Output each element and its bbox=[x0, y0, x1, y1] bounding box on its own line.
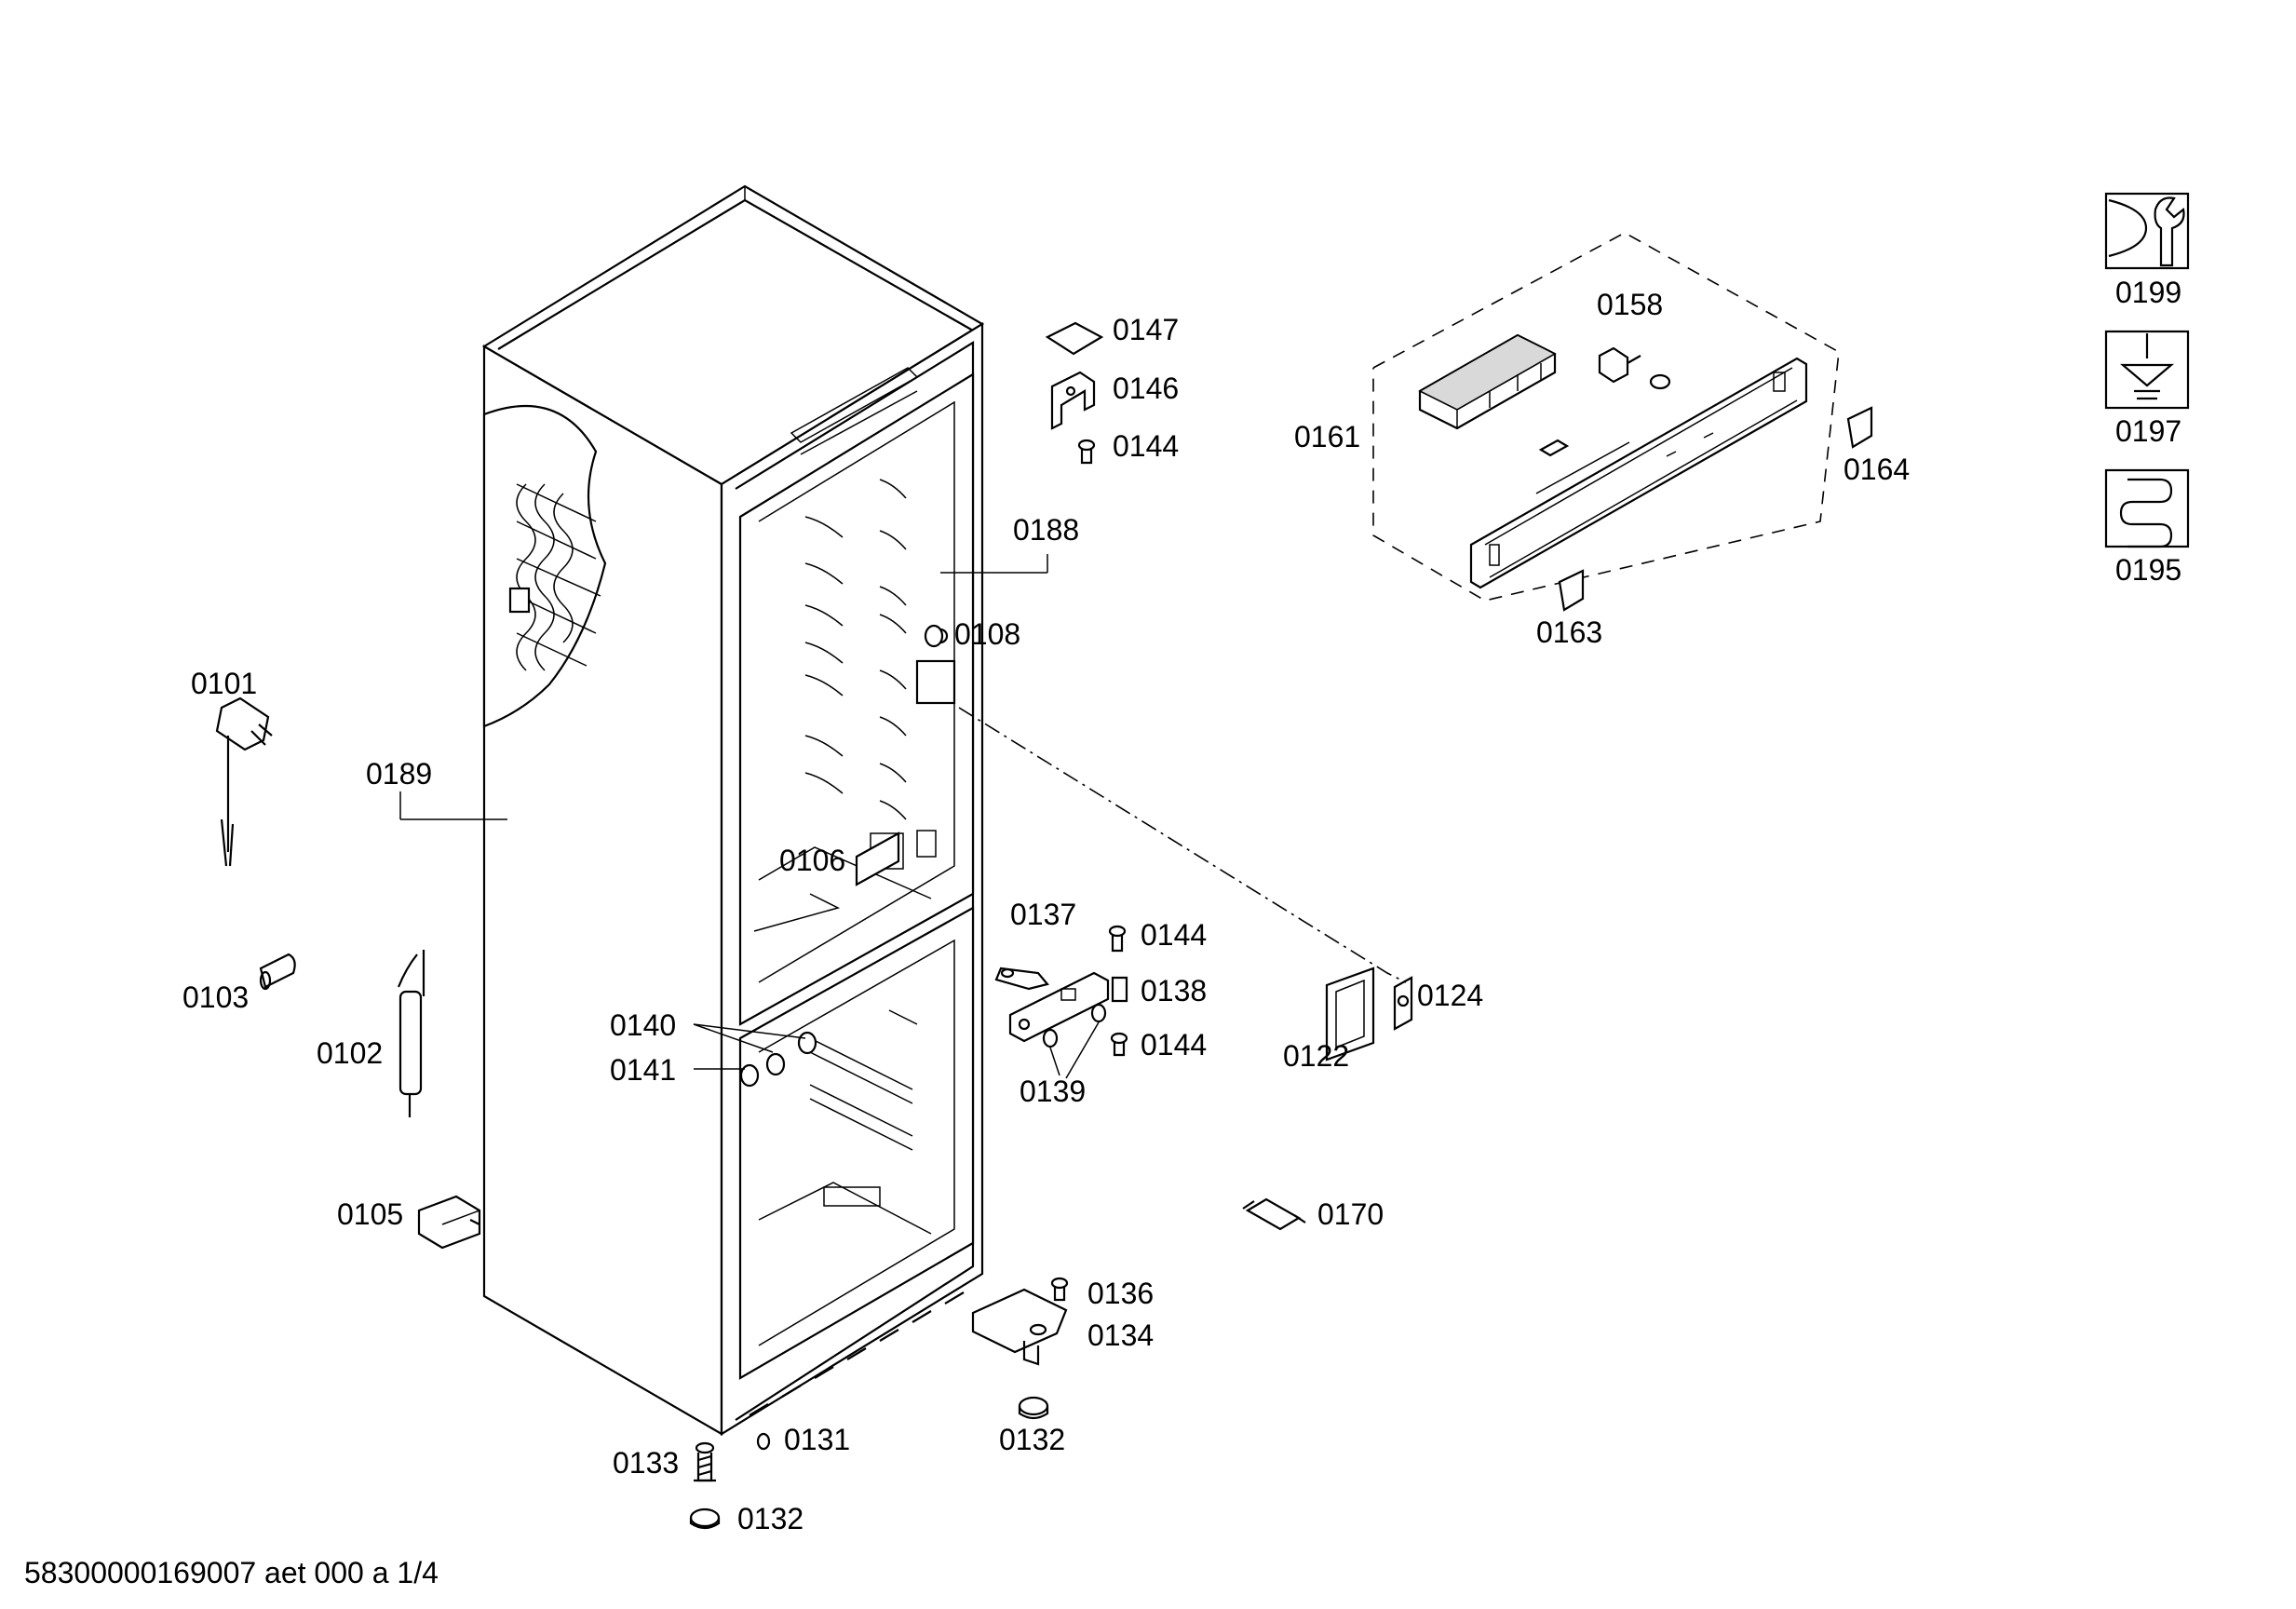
label-0170: 0170 bbox=[1317, 1197, 1384, 1231]
part-0137-door-stop bbox=[994, 967, 1049, 991]
part-labels: 0101 0102 0103 0105 0106 0108 0122 0124 … bbox=[24, 276, 2181, 1589]
label-0102: 0102 bbox=[317, 1036, 383, 1070]
label-0108: 0108 bbox=[954, 617, 1020, 651]
part-0132-foot-right bbox=[1018, 1396, 1049, 1420]
label-0164: 0164 bbox=[1844, 453, 1910, 486]
part-0140-0141-pins bbox=[739, 1031, 817, 1088]
label-0103: 0103 bbox=[182, 980, 249, 1014]
light-housing bbox=[915, 659, 956, 705]
part-0131-washer bbox=[756, 1432, 771, 1451]
label-0133: 0133 bbox=[613, 1446, 679, 1480]
part-0147-cap bbox=[1045, 321, 1104, 356]
label-0144-mid: 0144 bbox=[1141, 918, 1207, 952]
label-0163: 0163 bbox=[1536, 615, 1602, 649]
part-0170-latch bbox=[1242, 1197, 1306, 1231]
part-0144-screw-mid bbox=[1108, 925, 1127, 953]
label-0141: 0141 bbox=[610, 1053, 676, 1087]
part-0122-lamp-cover bbox=[1325, 967, 1375, 1061]
part-0144-screw-low bbox=[1110, 1032, 1128, 1057]
label-0161: 0161 bbox=[1294, 420, 1360, 453]
label-0101: 0101 bbox=[191, 667, 257, 700]
part-0132-foot-left bbox=[689, 1508, 721, 1530]
legend-wrench-nut-icon bbox=[2104, 192, 2190, 270]
assembly-line-0124 bbox=[958, 707, 1407, 983]
part-0105-bracket bbox=[417, 1195, 481, 1250]
label-0136: 0136 bbox=[1087, 1277, 1154, 1310]
part-0146-hinge bbox=[1050, 371, 1096, 430]
part-0103-plug bbox=[259, 953, 296, 991]
label-0124: 0124 bbox=[1417, 979, 1483, 1012]
label-0138: 0138 bbox=[1141, 974, 1207, 1007]
legend-label-0195: 0195 bbox=[2115, 553, 2181, 587]
document-id: 58300000169007 aet 000 a 1/4 bbox=[24, 1556, 439, 1589]
part-0101-power-plug bbox=[215, 696, 273, 867]
label-0189: 0189 bbox=[366, 757, 432, 791]
cabinet-0189 bbox=[481, 184, 985, 1436]
label-0132-left: 0132 bbox=[737, 1502, 804, 1535]
label-0188: 0188 bbox=[1013, 513, 1079, 547]
part-0134-bottom-hinge bbox=[971, 1288, 1068, 1366]
legend-screwdriver-icon bbox=[2104, 330, 2190, 410]
label-0106: 0106 bbox=[779, 844, 845, 877]
leader-lines bbox=[399, 554, 1100, 1079]
label-0134: 0134 bbox=[1087, 1318, 1154, 1352]
label-0132-right: 0132 bbox=[999, 1423, 1065, 1456]
label-0105: 0105 bbox=[337, 1197, 403, 1231]
part-0161-control-assembly bbox=[1372, 232, 1840, 602]
label-0122: 0122 bbox=[1283, 1039, 1349, 1073]
legend-heating-coil-icon bbox=[2104, 468, 2190, 548]
part-0164-clip bbox=[1846, 406, 1873, 449]
part-0106-switch bbox=[855, 832, 900, 886]
legend-label-0199: 0199 bbox=[2115, 276, 2181, 309]
label-0144-top: 0144 bbox=[1113, 429, 1179, 463]
legend-label-0197: 0197 bbox=[2115, 414, 2181, 448]
label-0147: 0147 bbox=[1113, 313, 1179, 346]
label-0158: 0158 bbox=[1597, 288, 1663, 321]
part-0108-bulb bbox=[924, 624, 944, 648]
label-0140: 0140 bbox=[610, 1008, 676, 1042]
part-0102-sensor bbox=[397, 950, 425, 1117]
part-0138-hinge-plate bbox=[1008, 971, 1128, 1043]
part-0124-lamp bbox=[1393, 976, 1413, 1031]
part-0139-washers bbox=[1042, 1003, 1107, 1048]
part-0163-clip bbox=[1558, 569, 1585, 612]
part-0136-screw bbox=[1050, 1277, 1069, 1302]
part-0144-screw-top bbox=[1077, 439, 1096, 465]
label-0139: 0139 bbox=[1020, 1075, 1086, 1108]
label-0137: 0137 bbox=[1010, 898, 1076, 931]
label-0144-low: 0144 bbox=[1141, 1028, 1207, 1061]
label-0146: 0146 bbox=[1113, 372, 1179, 405]
part-0133-leveling-foot bbox=[694, 1441, 716, 1482]
label-0131: 0131 bbox=[784, 1423, 850, 1456]
